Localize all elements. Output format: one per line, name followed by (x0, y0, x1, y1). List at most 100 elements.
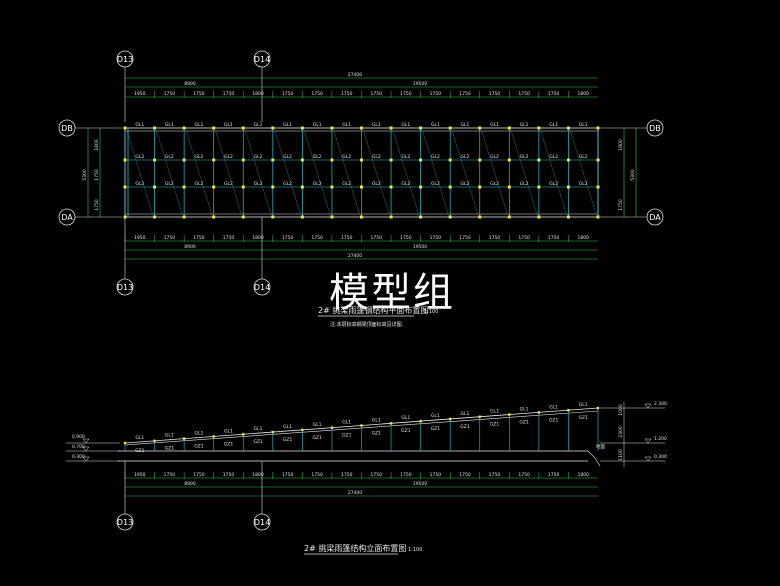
column-node (360, 126, 363, 130)
rafter-label: GL1 (135, 435, 144, 441)
column-node (389, 215, 393, 219)
bay-dim: 1800 (252, 91, 264, 97)
axis-bubble-d13-elevation: D13 (116, 461, 134, 531)
beam-label: GL2 (549, 181, 558, 187)
sub-dim-left-bottom: 8900 (184, 244, 196, 250)
elevation-scale: 1:100 (408, 547, 422, 553)
beam-label: GL2 (461, 154, 470, 160)
bay-dim: 1800 (577, 472, 589, 478)
beam-label: GL2 (313, 181, 322, 187)
bay-dim: 1750 (459, 472, 471, 478)
column-label: GZ1 (519, 419, 529, 425)
plan-side-dimensions: 5300 1800 1750 1750 5300 1800 1750 (82, 128, 637, 217)
elev-sub-dim-right: 19500 (413, 481, 427, 487)
axis-bubble-da-right: DA (600, 208, 664, 226)
column-node (301, 428, 304, 432)
rafter-label: GL1 (165, 433, 174, 439)
column-node (182, 437, 186, 440)
bay-dim: 1750 (341, 472, 353, 478)
beam-label: GL2 (372, 154, 381, 160)
depth-dim-2: 1750 (94, 169, 100, 181)
beam-label: GL2 (490, 181, 499, 187)
rafter-label: GL1 (461, 411, 470, 417)
rafter-label: GL1 (224, 428, 233, 434)
bay-dim: 1750 (282, 472, 294, 478)
column-node (300, 185, 304, 189)
bay-dim: 1750 (164, 91, 176, 97)
bay-dim: 1750 (341, 91, 353, 97)
depth-total-left: 5300 (82, 169, 88, 181)
beam-label: GL2 (194, 154, 203, 160)
bay-dim: 1750 (371, 235, 383, 241)
column-label: GZ1 (549, 417, 559, 423)
beam-label: GL2 (283, 154, 292, 160)
column-node (300, 215, 304, 219)
bay-dim: 1750 (518, 235, 530, 241)
beam-label: GL2 (224, 154, 233, 160)
column-node (153, 185, 157, 189)
ground-note: 地面 (596, 443, 605, 450)
brace-line (392, 130, 419, 215)
column-node (360, 215, 363, 219)
brace-line (215, 130, 242, 215)
column-node (478, 215, 482, 219)
level-left-2: 0.700 (72, 444, 85, 450)
column-node (123, 126, 127, 130)
column-node (566, 185, 570, 189)
column-label: GZ1 (253, 439, 263, 445)
column-node (567, 408, 570, 412)
column-node (448, 215, 452, 219)
column-node (419, 215, 423, 219)
brace-line (274, 130, 301, 215)
bay-dim: 1750 (193, 91, 205, 97)
beam-label: GL1 (313, 122, 322, 128)
column-label: GZ1 (224, 441, 234, 447)
column-label: GZ1 (431, 426, 441, 432)
column-node (330, 126, 334, 130)
bay-dim: 1950 (134, 235, 146, 241)
bay-dim: 1750 (489, 91, 501, 97)
column-label: GZ1 (372, 430, 382, 436)
column-node (596, 126, 600, 130)
beam-label: GL2 (194, 181, 203, 187)
column-node (419, 158, 423, 162)
column-node (241, 215, 245, 219)
column-node (448, 185, 452, 189)
brace-line (452, 130, 478, 215)
column-node (566, 158, 570, 162)
beam-label: GL1 (461, 122, 470, 128)
right-dim-3: 1100 (618, 449, 624, 461)
sub-dim-left: 8900 (184, 81, 196, 87)
beam-label: GL2 (372, 181, 381, 187)
beam-label: GL2 (165, 181, 174, 187)
bay-dim: 1750 (282, 235, 294, 241)
beam-label: GL1 (372, 122, 381, 128)
bay-dim: 1750 (164, 235, 176, 241)
axis-label: DA (61, 213, 73, 222)
bay-dim: 1750 (400, 91, 412, 97)
rafter-label: GL1 (194, 431, 203, 437)
beam-label: GL1 (254, 122, 263, 128)
elev-total-dim: 27400 (348, 490, 362, 496)
column-node (182, 126, 186, 130)
column-node (300, 126, 304, 130)
beam-label: GL1 (165, 122, 174, 128)
plan-title: 2# 挑梁雨篷钢结构平面布置图 (318, 305, 428, 315)
column-node (271, 185, 275, 189)
level-right-2: 1.200 (654, 436, 667, 442)
axis-bubble-d14-bottom: D14 (253, 217, 271, 296)
depth-dim-3-right: 1750 (618, 199, 624, 211)
bay-dim: 1750 (164, 472, 176, 478)
brace-line (511, 130, 538, 215)
bay-dim: 1750 (311, 472, 323, 478)
column-node (271, 126, 275, 130)
column-node (212, 435, 215, 438)
bay-dim: 1750 (400, 235, 412, 241)
level-left-3: 0.300 (72, 454, 85, 460)
beam-label: GL2 (401, 154, 410, 160)
elev-sub-dim-left: 8900 (184, 481, 196, 487)
rafter-label: GL1 (520, 406, 529, 412)
beam-label: GL2 (490, 154, 499, 160)
beam-label: GL2 (135, 181, 144, 187)
